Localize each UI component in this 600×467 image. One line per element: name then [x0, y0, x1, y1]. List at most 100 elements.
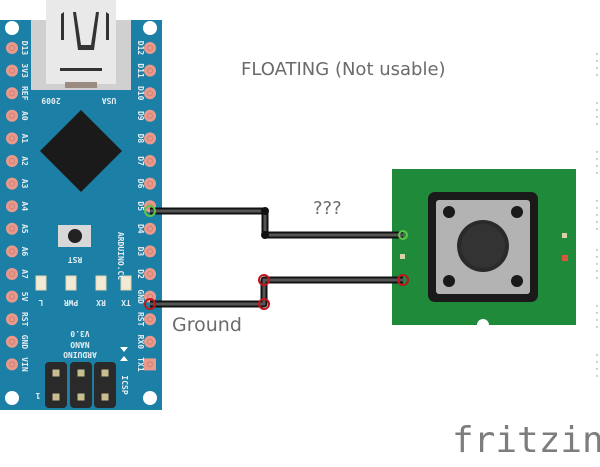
icsp-pin [77, 393, 85, 401]
ruler-dot [596, 123, 598, 125]
pin-pad-gnd[interactable] [6, 335, 18, 348]
led-rx [95, 275, 107, 291]
pin-pad-3v3[interactable] [6, 64, 18, 77]
pushbutton-module[interactable] [392, 169, 576, 331]
board-website-label: ARDUINO.CC [116, 232, 125, 280]
pin-pad-d11[interactable] [144, 64, 156, 77]
pin-pad-a0[interactable] [6, 109, 18, 122]
pin-label: A2 [20, 156, 29, 166]
pin-label: D5 [136, 201, 145, 211]
ruler-dot [596, 60, 598, 62]
pin-pad-d12[interactable] [144, 42, 156, 54]
ruler-dot [596, 263, 598, 265]
ruler-dot [596, 312, 598, 314]
pin-label: RX0 [136, 335, 145, 350]
pin-label: GND [20, 335, 29, 350]
pin-label: 3V3 [20, 63, 29, 78]
ruler-dot [596, 249, 598, 251]
pin-label: D13 [20, 41, 29, 56]
wire-bend-point[interactable] [258, 298, 270, 310]
wire-bend-point[interactable] [258, 274, 270, 286]
pin-label: A4 [20, 201, 29, 211]
icsp-pin [52, 369, 60, 377]
pin-label: A0 [20, 111, 29, 121]
pin-label: D11 [136, 63, 145, 78]
ruler-dot [596, 67, 598, 69]
led-label: TX [121, 298, 131, 307]
pin-pad-d8[interactable] [144, 132, 156, 145]
ruler-dot [596, 305, 598, 307]
led-label: L [38, 298, 43, 307]
pin-pad-a1[interactable] [6, 132, 18, 145]
wire-bend-point[interactable] [261, 207, 269, 215]
ruler-dot [596, 151, 598, 153]
pin-label: A5 [20, 224, 29, 234]
led-l [35, 275, 47, 291]
pin-pad-a7[interactable] [6, 268, 18, 280]
pin-pad-a3[interactable] [6, 177, 18, 190]
ruler-dot [596, 74, 598, 76]
pin-pad-a6[interactable] [6, 245, 18, 258]
pin-label: RST [20, 312, 29, 327]
pin-pad-d6[interactable] [144, 177, 156, 190]
pin-label: A7 [20, 269, 29, 279]
board-origin-label: USA [102, 96, 117, 105]
pin-pad-ref[interactable] [6, 87, 18, 100]
pin-pad-d7[interactable] [144, 155, 156, 167]
pin-pad-vin[interactable] [6, 358, 18, 371]
ruler-dot [596, 270, 598, 272]
button-corner-dot [511, 275, 523, 287]
wire-bend-point[interactable] [261, 231, 269, 239]
pin-label: D4 [136, 224, 145, 234]
pin-pad-rx0[interactable] [144, 335, 156, 348]
pcb-pad [400, 254, 405, 259]
pin-pad-d3[interactable] [144, 245, 156, 258]
pin-label: D8 [136, 134, 145, 144]
ruler-dot [596, 109, 598, 111]
wire-end-red [144, 298, 156, 310]
ruler-dot [596, 53, 598, 55]
pcb-pad [562, 255, 568, 261]
pin-pad-a4[interactable] [6, 200, 18, 213]
icsp-header [45, 362, 116, 408]
wire-gnd[interactable] [144, 274, 409, 310]
ruler-dot [596, 214, 598, 216]
pin-pad-d10[interactable] [144, 87, 156, 100]
wire-d5-signal[interactable] [144, 205, 408, 240]
mount-hole [143, 391, 157, 405]
pin-pad-rst[interactable] [144, 313, 156, 326]
pin-label: D10 [136, 86, 145, 101]
pin-pad-d13[interactable] [6, 42, 18, 54]
pin-label: D12 [136, 41, 145, 56]
pin-pad-d4[interactable] [144, 222, 156, 235]
mount-hole [5, 21, 19, 35]
mount-hole [143, 21, 157, 35]
usb-icon [61, 12, 109, 50]
wire-end-green [398, 230, 408, 240]
pin-label: RST [136, 312, 145, 327]
pin-pad-rst[interactable] [6, 313, 18, 326]
ruler-dot [596, 228, 598, 230]
pin-pad-tx1[interactable] [144, 358, 156, 371]
pin-label: TX1 [136, 357, 145, 372]
ruler-dot [596, 277, 598, 279]
board-version-label: V3.0 [70, 329, 89, 338]
icsp-pin [52, 393, 60, 401]
pin-pad-d2[interactable] [144, 268, 156, 280]
icsp-label: ICSP [120, 375, 129, 394]
pin-pad-5v[interactable] [6, 290, 18, 303]
icsp-pin [101, 393, 109, 401]
led-label: RX [96, 298, 106, 307]
pin-label: D9 [136, 111, 145, 121]
ruler-dot [596, 172, 598, 174]
pin-pad-d9[interactable] [144, 109, 156, 122]
pin-label: D2 [136, 269, 145, 279]
pin-pad-a2[interactable] [6, 155, 18, 167]
canvas-edge-ruler [596, 53, 598, 377]
rx-arrow-icon [120, 347, 128, 352]
pin-pad-a5[interactable] [6, 222, 18, 235]
fritzing-logo: fritzing [452, 420, 600, 461]
